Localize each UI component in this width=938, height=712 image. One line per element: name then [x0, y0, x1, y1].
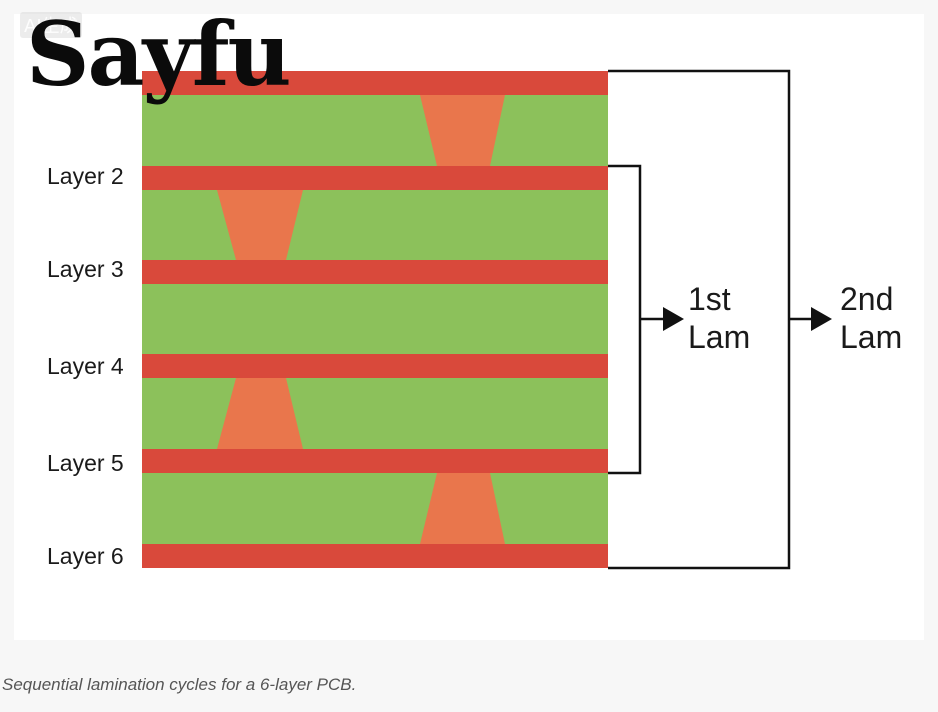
figure-caption: Sequential lamination cycles for a 6-lay… [2, 675, 357, 694]
dielectric-layer-3 [142, 284, 608, 354]
first-lam-line2: Lam [688, 319, 751, 355]
copper-layer-4 [142, 354, 608, 378]
layer-5-label: Layer 5 [47, 450, 124, 476]
copper-layer-5 [142, 449, 608, 473]
second-lam-line2: Lam [840, 319, 903, 355]
second-lam-line1: 2nd [840, 281, 894, 317]
via-bottom [420, 473, 505, 544]
copper-layer-3 [142, 260, 608, 284]
dielectric-layer-4 [142, 378, 608, 449]
via-top [420, 95, 505, 166]
dielectric-layer-2 [142, 190, 608, 260]
copper-layer-1 [142, 71, 608, 95]
first-lam-bracket [608, 164, 642, 475]
first-lam-label: 1st Lam [688, 280, 750, 356]
copper-layer-2 [142, 166, 608, 190]
first-lam-line1: 1st [688, 281, 731, 317]
sayfu-logo: Sayfu [26, 2, 292, 106]
via-lower [217, 378, 303, 449]
ai-generated-watermark: AI生成 [20, 12, 82, 38]
layer-6-label: Layer 6 [47, 543, 124, 569]
layer-2-label: Layer 2 [47, 163, 124, 189]
first-lam-arrow-head [663, 307, 684, 331]
second-lam-arrow-head [811, 307, 832, 331]
second-lam-label: 2nd Lam [840, 280, 902, 356]
layer-4-label: Layer 4 [47, 353, 124, 379]
dielectric-layer-5 [142, 473, 608, 544]
via-upper [217, 190, 303, 260]
dielectric-layer-1 [142, 95, 608, 166]
layer-3-label: Layer 3 [47, 256, 124, 282]
copper-layer-6 [142, 544, 608, 568]
